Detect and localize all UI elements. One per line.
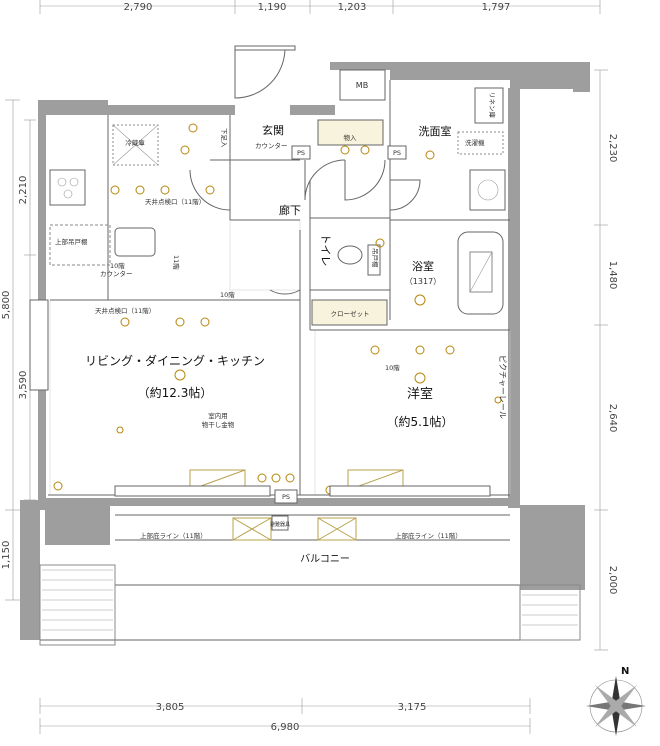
dim-top-4: 1,797 [482,2,511,13]
ps-boxes: PS PS PS [274,145,407,504]
dim-left-outer-1: 5,800 [1,291,12,320]
balcony-railing [39,564,581,646]
compass-north: N [621,666,629,677]
closet-label: クローゼット [331,309,370,318]
ldk-label: リビング・ダイニング・キッチン [85,353,265,368]
eaves-line-2: 上部庇ライン（11階） [395,531,462,540]
washer-label: 洗濯機 [465,138,485,147]
washroom-label: 洗面室 [419,124,452,138]
floor-11-label: 11階 [172,255,181,270]
ceiling-inspection-1: 天井点検口（11階） [145,197,205,206]
eaves-line-1: 上部庇ライン（11階） [140,531,207,540]
sliding-doors [29,299,491,497]
dim-top-2: 1,190 [258,2,287,13]
toilet-shelf-label: 吊戸棚 [371,248,380,268]
entry-door [234,45,296,99]
western-room-size: （約5.1帖） [386,414,453,429]
ps-label-3: PS [282,493,290,501]
ps-label-2: PS [393,149,401,157]
linen-label: リネン庫 [488,92,497,119]
ps-label-1: PS [297,149,305,157]
bottom-dimension-line: 3,805 3,175 6,980 [39,698,531,734]
dim-top-3: 1,203 [338,2,367,13]
entrance-counter-label: カウンター [255,141,288,150]
dim-left-inner-2: 3,590 [18,371,29,400]
dim-left-inner-1: 2,210 [18,176,29,205]
dim-bottom-2: 3,175 [398,702,427,713]
windows: 避難器具 [189,469,404,541]
fire-unit-label: 避難器具 [270,521,290,528]
dim-bottom-total: 6,980 [271,722,300,733]
indoor-dryer-label-a: 室内用 [208,411,228,420]
interior-doors [189,159,421,295]
dim-right-1: 2,230 [607,134,618,163]
top-dimension-line: 2,790 1,190 1,203 1,797 [39,0,601,14]
dim-right-4: 2,000 [607,566,618,595]
upper-cabinet-label: 上部吊戸棚 [55,237,88,246]
bathroom-size: （1317） [405,277,441,286]
picture-rail-label: ピクチャーレール [498,355,507,419]
fridge-label: 冷蔵庫 [125,138,145,147]
kitchen-counter-floor: 10階 [110,261,125,270]
toilet-fixture [337,244,381,276]
dim-right-3: 2,640 [607,404,618,433]
entrance-label: 玄関 [262,123,284,137]
storage-label: 物入 [344,133,358,142]
compass-rose: N [586,666,646,736]
floor-10-label-a: 10階 [220,290,235,299]
shoe-box-label: 下足入 [220,128,228,148]
dim-top-1: 2,790 [124,2,153,13]
toilet-label: トイレ [319,234,332,267]
bathroom-label: 浴室 [412,259,434,273]
floor-10-label-b: 10階 [385,363,400,372]
kitchen-counter-label: カウンター [100,269,133,278]
dim-bottom-1: 3,805 [156,702,185,713]
kitchen [49,124,159,266]
right-dimension-line: 2,230 1,480 2,640 2,000 [594,69,618,651]
mb-label: MB [356,81,368,90]
closet: クローゼット [311,299,388,326]
ceiling-inspection-2: 天井点検口（11階） [95,306,155,315]
ldk-size: （約12.3帖） [138,385,213,400]
dim-left-outer-2: 1,150 [1,541,12,570]
hallway-label: 廊下 [279,203,301,217]
washroom-fixtures [457,87,506,211]
indoor-dryer-label-b: 物干し金物 [202,420,235,429]
western-room-label: 洋室 [407,386,433,402]
left-dimension-line: 5,800 1,150 2,210 3,590 [1,99,36,601]
balcony-label: バルコニー [300,553,350,565]
dim-right-2: 1,480 [607,261,618,290]
storage-closet: 物入 [317,119,384,146]
mb-box: MB [339,69,386,101]
bathtub [457,231,504,315]
